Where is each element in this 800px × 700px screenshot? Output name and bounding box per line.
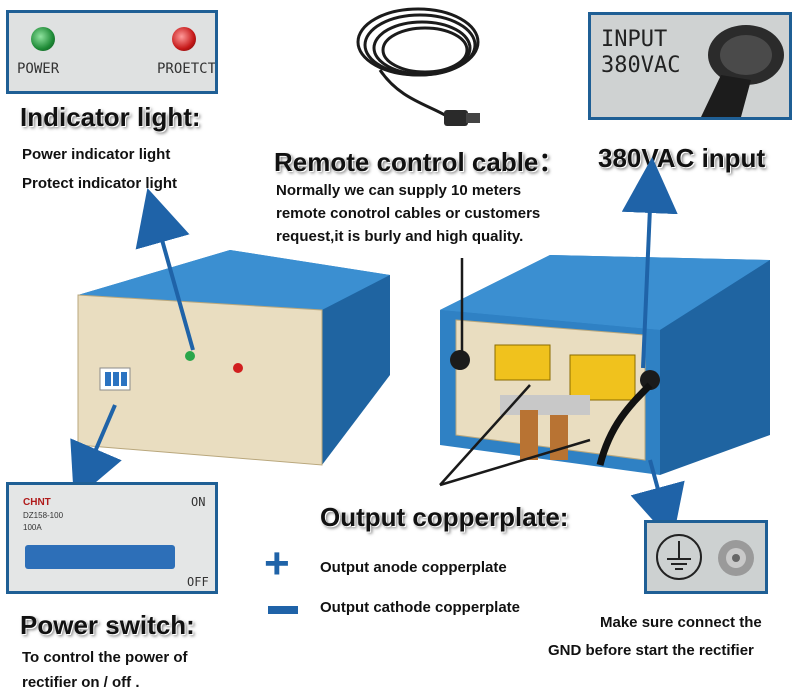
power-switch-line1: To control the power of xyxy=(22,649,188,666)
ground-inset-photo xyxy=(644,520,768,594)
ground-symbol-icon xyxy=(656,534,702,580)
breaker-rating: 100A xyxy=(23,523,42,532)
remote-cable-image xyxy=(356,7,480,126)
breaker-off-label: OFF xyxy=(187,575,209,589)
input-label-line2: 380VAC xyxy=(601,53,681,78)
anode-plus-symbol: + xyxy=(264,539,290,588)
cathode-minus-symbol xyxy=(268,606,298,614)
power-led-label: POWER xyxy=(17,61,60,77)
ground-bolt-icon xyxy=(718,540,754,576)
power-switch-line2: rectifier on / off . xyxy=(22,674,140,691)
output-title: Output copperplate: xyxy=(320,502,569,532)
indicator-line1: Power indicator light xyxy=(22,146,171,163)
breaker-model: DZ158-100 xyxy=(23,511,64,520)
input-label-line1: INPUT xyxy=(601,27,668,52)
power-switch-title: Power switch: xyxy=(20,610,195,640)
indicator-title: Indicator light: xyxy=(20,102,201,132)
ground-line2: GND before start the rectifier xyxy=(548,642,754,659)
protect-led xyxy=(172,27,196,51)
rectifier-rear-view xyxy=(440,255,770,475)
breaker-inset-photo: CHNT DZ158-100 100A ON OFF xyxy=(6,482,218,594)
rectifier-front-view xyxy=(77,250,390,466)
remote-cable-title: Remote control cable： xyxy=(274,147,565,177)
power-led xyxy=(31,27,55,51)
remote-cable-line3: request,it is burly and high quality. xyxy=(276,228,524,245)
input-cable-gland xyxy=(701,25,784,117)
indicator-inset-photo: POWER PROETCT xyxy=(6,10,218,94)
breaker-brand: CHNT xyxy=(23,497,51,508)
remote-cable-line2: remote conotrol cables or customers xyxy=(276,205,541,222)
anode-label: Output anode copperplate xyxy=(320,559,507,576)
indicator-line2: Protect indicator light xyxy=(22,175,178,192)
breaker-toggles xyxy=(25,545,175,569)
ground-line1: Make sure connect the xyxy=(600,614,762,631)
cathode-label: Output cathode copperplate xyxy=(320,599,521,616)
protect-led-label: PROETCT xyxy=(157,61,217,77)
remote-cable-line1: Normally we can supply 10 meters xyxy=(276,182,522,199)
breaker-on-label: ON xyxy=(191,495,206,509)
input-inset-photo: INPUT 380VAC xyxy=(588,12,792,120)
